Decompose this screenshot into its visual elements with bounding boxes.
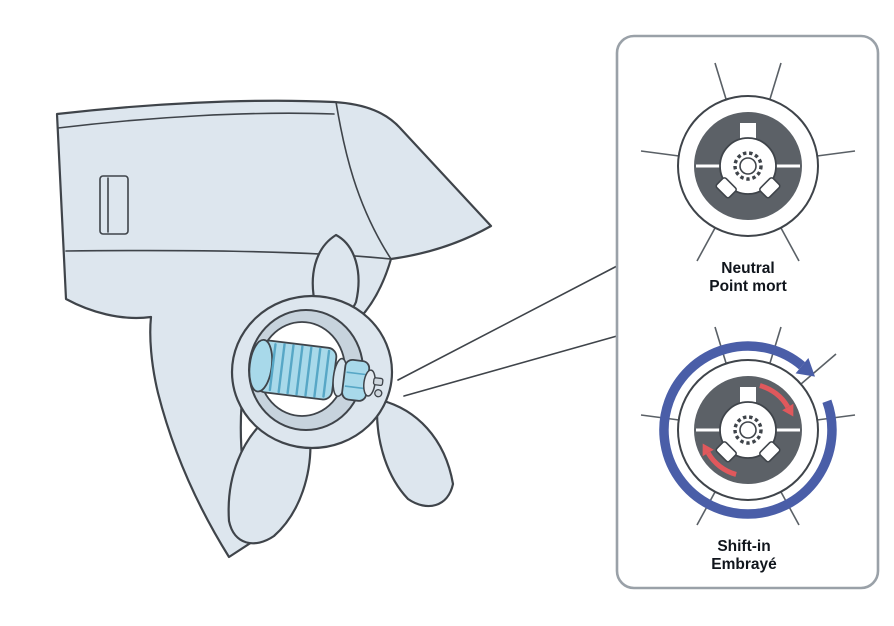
red-arrow-bottom	[702, 443, 737, 477]
pin-head	[374, 389, 383, 398]
shiftin-label-en: Shift-in	[717, 538, 770, 555]
propeller-blade-left	[227, 414, 312, 545]
shiftin-top-slot	[740, 387, 756, 406]
rotation-arrowhead	[795, 358, 815, 377]
shaft-splines	[268, 343, 331, 398]
neutral-blade-lines	[640, 62, 856, 262]
propeller-blade-right	[375, 398, 455, 508]
neutral-top-slot	[740, 123, 756, 142]
propeller	[227, 233, 455, 545]
callout-lines	[397, 265, 618, 397]
neutral-label-en: Neutral	[721, 260, 774, 277]
red-arrow-top	[759, 383, 794, 417]
shiftin-blade-lines	[640, 326, 856, 526]
rear-edge-line	[335, 101, 392, 260]
water-intake-notch	[99, 175, 129, 235]
neutral-dog-tab-left	[715, 177, 737, 199]
shiftin-dog-tab-left	[715, 441, 737, 463]
shiftin-dog-tab-right	[759, 441, 781, 463]
neutral-label-fr: Point mort	[709, 278, 787, 295]
cotter-pin	[372, 377, 384, 387]
rotation-direction-ring	[659, 341, 837, 519]
shiftin-label-fr: Embrayé	[711, 556, 777, 573]
propeller-shaft-assembly	[248, 338, 384, 402]
shift-in-diagram: Shift-in Embrayé	[640, 326, 856, 573]
neutral-diagram: Neutral Point mort	[640, 62, 856, 295]
upper-casing-line	[57, 112, 335, 129]
neutral-dog-tab-right	[759, 177, 781, 199]
